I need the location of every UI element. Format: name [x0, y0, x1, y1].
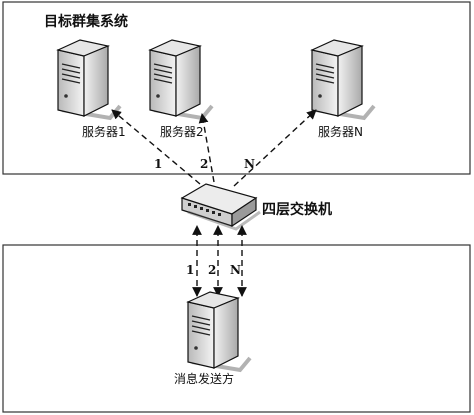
target-cluster-title: 目标群集系统 — [44, 13, 128, 30]
server-1-icon — [56, 38, 122, 120]
link-bottom-label-n: N — [230, 263, 241, 277]
link-top-label-n: N — [244, 157, 255, 171]
server-2-icon — [148, 38, 214, 120]
server-n-icon — [310, 38, 376, 120]
sender-label: 消息发送方 — [174, 371, 234, 386]
link-bottom-label-2: 2 — [208, 263, 216, 277]
link-switch-server-n — [233, 109, 317, 187]
link-switch-server-1 — [111, 109, 201, 185]
switch-label: 四层交换机 — [262, 201, 332, 218]
link-bottom-label-1: 1 — [186, 263, 194, 277]
sender-server-icon — [186, 290, 252, 372]
link-top-label-2: 2 — [200, 157, 208, 171]
server-2-label: 服务器2 — [160, 124, 204, 139]
switch-icon — [180, 183, 261, 231]
server-n-label: 服务器N — [318, 124, 363, 139]
sender-panel — [2, 244, 471, 413]
server-1-label: 服务器1 — [82, 124, 126, 139]
link-switch-server-2 — [198, 113, 215, 183]
target-cluster-panel — [2, 1, 471, 175]
link-top-label-1: 1 — [154, 157, 162, 171]
